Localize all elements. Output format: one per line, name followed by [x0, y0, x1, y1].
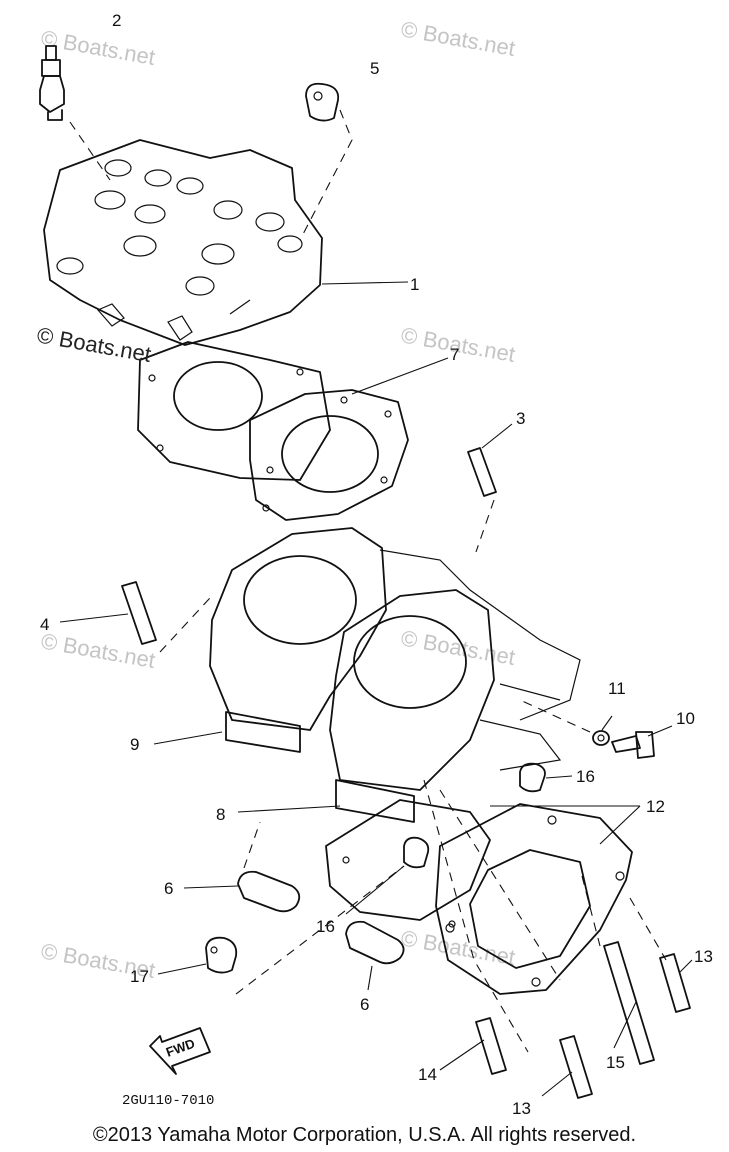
callout-number: 1	[410, 275, 419, 294]
head-gasket-part	[137, 341, 409, 521]
callout-number: 6	[164, 879, 173, 898]
stud-bolt-part	[559, 1035, 593, 1099]
washer-part	[592, 730, 610, 746]
watermark: © Boats.net	[399, 625, 517, 670]
forward-direction-arrow-icon: FWD	[149, 1027, 211, 1075]
callout-number: 16	[576, 767, 595, 786]
cap-part	[305, 82, 340, 122]
sleeve-part	[345, 920, 405, 965]
cap-part	[205, 936, 238, 974]
stud-bolt-part	[121, 581, 157, 645]
callout-number: 16	[316, 917, 335, 936]
stud-bolt-part	[659, 953, 691, 1013]
callout-number: 13	[512, 1099, 531, 1118]
callout-number: 6	[360, 995, 369, 1014]
callout-number: 14	[418, 1065, 437, 1084]
callout-number: 2	[112, 11, 121, 30]
cylinder-head-part	[43, 139, 323, 346]
callout-number: 9	[130, 735, 139, 754]
watermark: © Boats.net	[399, 16, 517, 61]
bolt-part	[611, 731, 655, 759]
stud-bolt-part	[467, 447, 497, 497]
stud-bolt-part	[475, 1017, 507, 1075]
callout-number: 15	[606, 1053, 625, 1072]
sleeve-part	[237, 870, 301, 913]
callout-number: 12	[646, 797, 665, 816]
callout-number: 17	[130, 967, 149, 986]
copyright-notice: ©2013 Yamaha Motor Corporation, U.S.A. A…	[92, 1124, 637, 1146]
dowel-pin-part	[519, 762, 546, 793]
callout-number: 3	[516, 409, 525, 428]
stud-bolt-part	[603, 941, 655, 1065]
dowel-pin-part	[403, 836, 430, 869]
cylinder-part	[329, 589, 562, 823]
callout-number: 7	[450, 345, 459, 364]
callout-number: 5	[370, 59, 379, 78]
cylinder-part	[209, 527, 581, 753]
watermark: © Boats.net	[35, 322, 153, 367]
callout-number: 11	[608, 679, 626, 698]
callout-number: 8	[216, 805, 225, 824]
watermark: © Boats.net	[399, 925, 517, 970]
diagram-code: 2GU110-7010	[122, 1093, 214, 1109]
callout-number: 10	[676, 709, 695, 728]
spark-plug-part	[39, 45, 65, 121]
callout-number: 4	[40, 615, 49, 634]
callout-number: 13	[694, 947, 713, 966]
base-gasket-part	[325, 799, 633, 995]
